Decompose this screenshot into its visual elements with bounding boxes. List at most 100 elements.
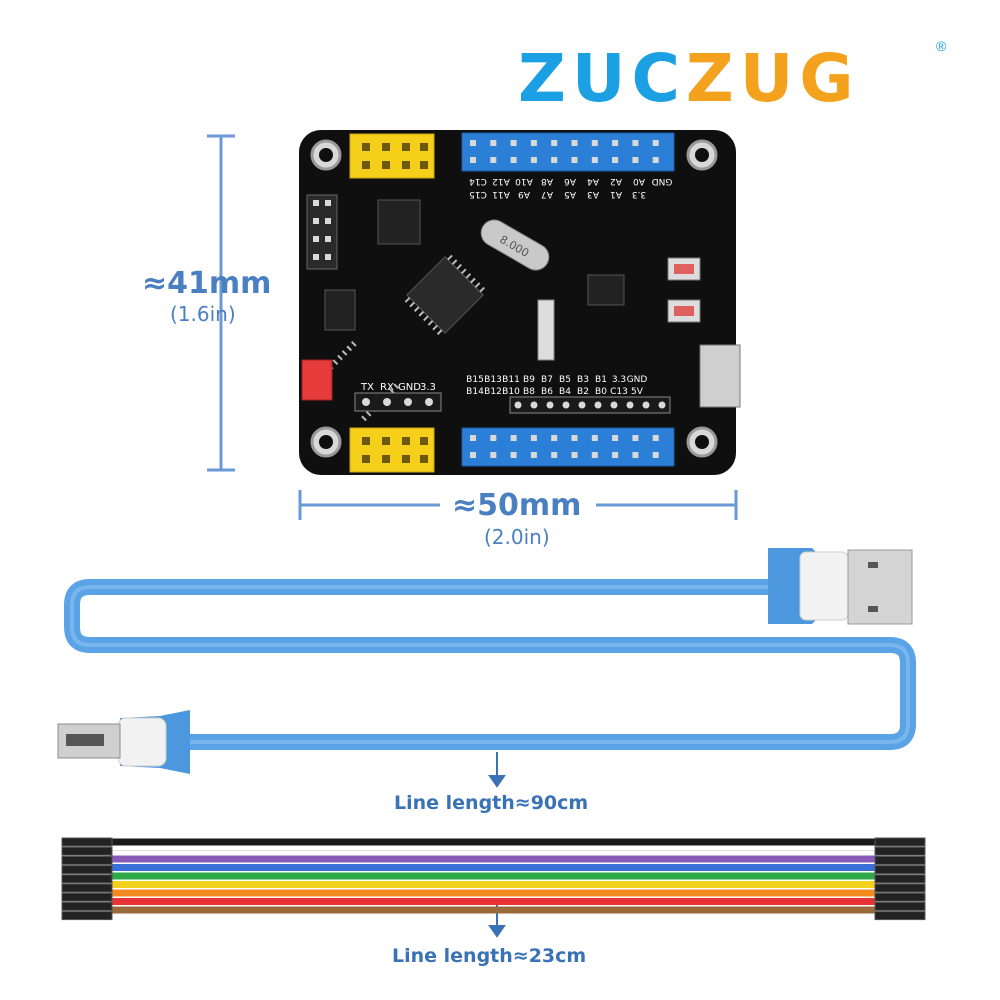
header-pin — [490, 140, 497, 146]
pin-label-bottom: B2 — [577, 387, 589, 397]
height-dimension-line — [207, 134, 235, 472]
dupont-connector-right — [874, 892, 926, 902]
pin-label-bottom: B7 — [541, 375, 553, 385]
height-label: ≈41mm — [142, 266, 272, 301]
height-sub-label: (1.6in) — [170, 302, 236, 326]
usb-length-arrow — [488, 752, 506, 788]
pin-label-bottom: B14 — [466, 387, 484, 397]
dupont-connector-left — [61, 846, 113, 856]
brand-logo: ZUC ZUG — [518, 44, 860, 114]
pin-label-top: A11 — [492, 189, 510, 199]
header-pin — [571, 435, 578, 441]
pin-label-top: A9 — [518, 189, 530, 199]
dupont-connector-left — [61, 892, 113, 902]
header-pin — [652, 140, 659, 146]
dupont-connector-left — [61, 855, 113, 865]
header-pin — [571, 452, 578, 458]
pin-label-top: A12 — [492, 176, 510, 186]
header-pin — [612, 157, 619, 163]
pin-label-bottom: B13 — [484, 375, 502, 385]
header-pin — [470, 157, 476, 163]
pin-label-top: C14 — [469, 176, 487, 186]
dupont-connector-right — [874, 846, 926, 856]
header-pin — [490, 435, 497, 441]
header-pin — [470, 140, 476, 146]
dupont-connector-right — [874, 911, 926, 921]
header-pin — [591, 140, 598, 146]
width-dimension-line — [298, 490, 738, 520]
header-pin — [551, 452, 558, 458]
through-hole — [594, 401, 602, 409]
uart-label-3v3: 3.3 — [420, 382, 436, 393]
width-label: ≈50mm — [452, 488, 582, 523]
through-hole — [514, 401, 522, 409]
through-hole — [642, 401, 650, 409]
header-pin — [510, 140, 517, 146]
header-pin — [571, 140, 578, 146]
pin-label-top: A8 — [541, 176, 553, 186]
header-pin — [632, 435, 639, 441]
pin-label-top: A3 — [587, 189, 599, 199]
logo-text-zuc: ZUC — [518, 40, 686, 117]
through-hole — [658, 401, 666, 409]
pin-label-top: A4 — [587, 176, 599, 186]
pin-label-top: GND — [652, 176, 673, 186]
pin-label-bottom: B12 — [484, 387, 502, 397]
header-pin — [652, 452, 659, 458]
header-pin — [591, 157, 598, 163]
through-hole — [530, 401, 538, 409]
header-pin — [510, 435, 517, 441]
header-pin — [551, 140, 558, 146]
pin-label-bottom: B8 — [523, 387, 535, 397]
usb-cable — [57, 548, 916, 774]
header-pin — [510, 157, 517, 163]
pin-label-bottom: B5 — [559, 375, 571, 385]
pin-label-bottom: 3.3 — [612, 375, 626, 385]
uart-label-rx: RX — [380, 382, 394, 393]
pin-label-bottom: C13 — [610, 387, 628, 397]
registered-mark: ® — [936, 38, 947, 54]
pin-label-bottom: B11 — [502, 375, 520, 385]
usb-cable-length-label: Line length≈90cm — [394, 792, 589, 814]
uart-label-tx: TX — [360, 382, 374, 393]
pin-label-bottom: B15 — [466, 375, 484, 385]
pin-label-top: A1 — [610, 189, 622, 199]
header-pin — [612, 452, 619, 458]
header-pin — [591, 452, 598, 458]
dupont-connector-right — [874, 837, 926, 847]
dupont-connector-left — [61, 874, 113, 884]
pin-label-bottom: B9 — [523, 375, 535, 385]
through-hole — [578, 401, 586, 409]
header-pin — [632, 452, 639, 458]
pin-label-bottom: B0 — [595, 387, 607, 397]
pin-label-top: A6 — [564, 176, 576, 186]
header-pin — [510, 452, 517, 458]
header-pin — [551, 435, 558, 441]
dupont-connector-left — [61, 901, 113, 911]
header-pin — [530, 452, 537, 458]
pin-label-bottom: B6 — [541, 387, 553, 397]
header-pin — [591, 435, 598, 441]
header-pin — [470, 435, 476, 441]
header-pin — [571, 157, 578, 163]
dupont-connector-right — [874, 855, 926, 865]
pin-label-top: A5 — [564, 189, 576, 199]
dupont-connector-left — [61, 837, 113, 847]
pin-label-bottom: B4 — [559, 387, 571, 397]
header-pin — [632, 140, 639, 146]
header-pin — [652, 435, 659, 441]
logo-text-zug: ZUG — [685, 40, 860, 117]
through-hole — [610, 401, 618, 409]
pin-label-top: 3.3 — [632, 189, 646, 199]
header-pin — [551, 157, 558, 163]
header-pin — [530, 157, 537, 163]
header-pin — [490, 452, 497, 458]
width-sub-label: (2.0in) — [484, 525, 550, 549]
dupont-connector-right — [874, 883, 926, 893]
pin-label-bottom: 5V — [631, 387, 644, 397]
dupont-connector-left — [61, 865, 113, 875]
dupont-connector-right — [874, 865, 926, 875]
header-pin — [530, 435, 537, 441]
